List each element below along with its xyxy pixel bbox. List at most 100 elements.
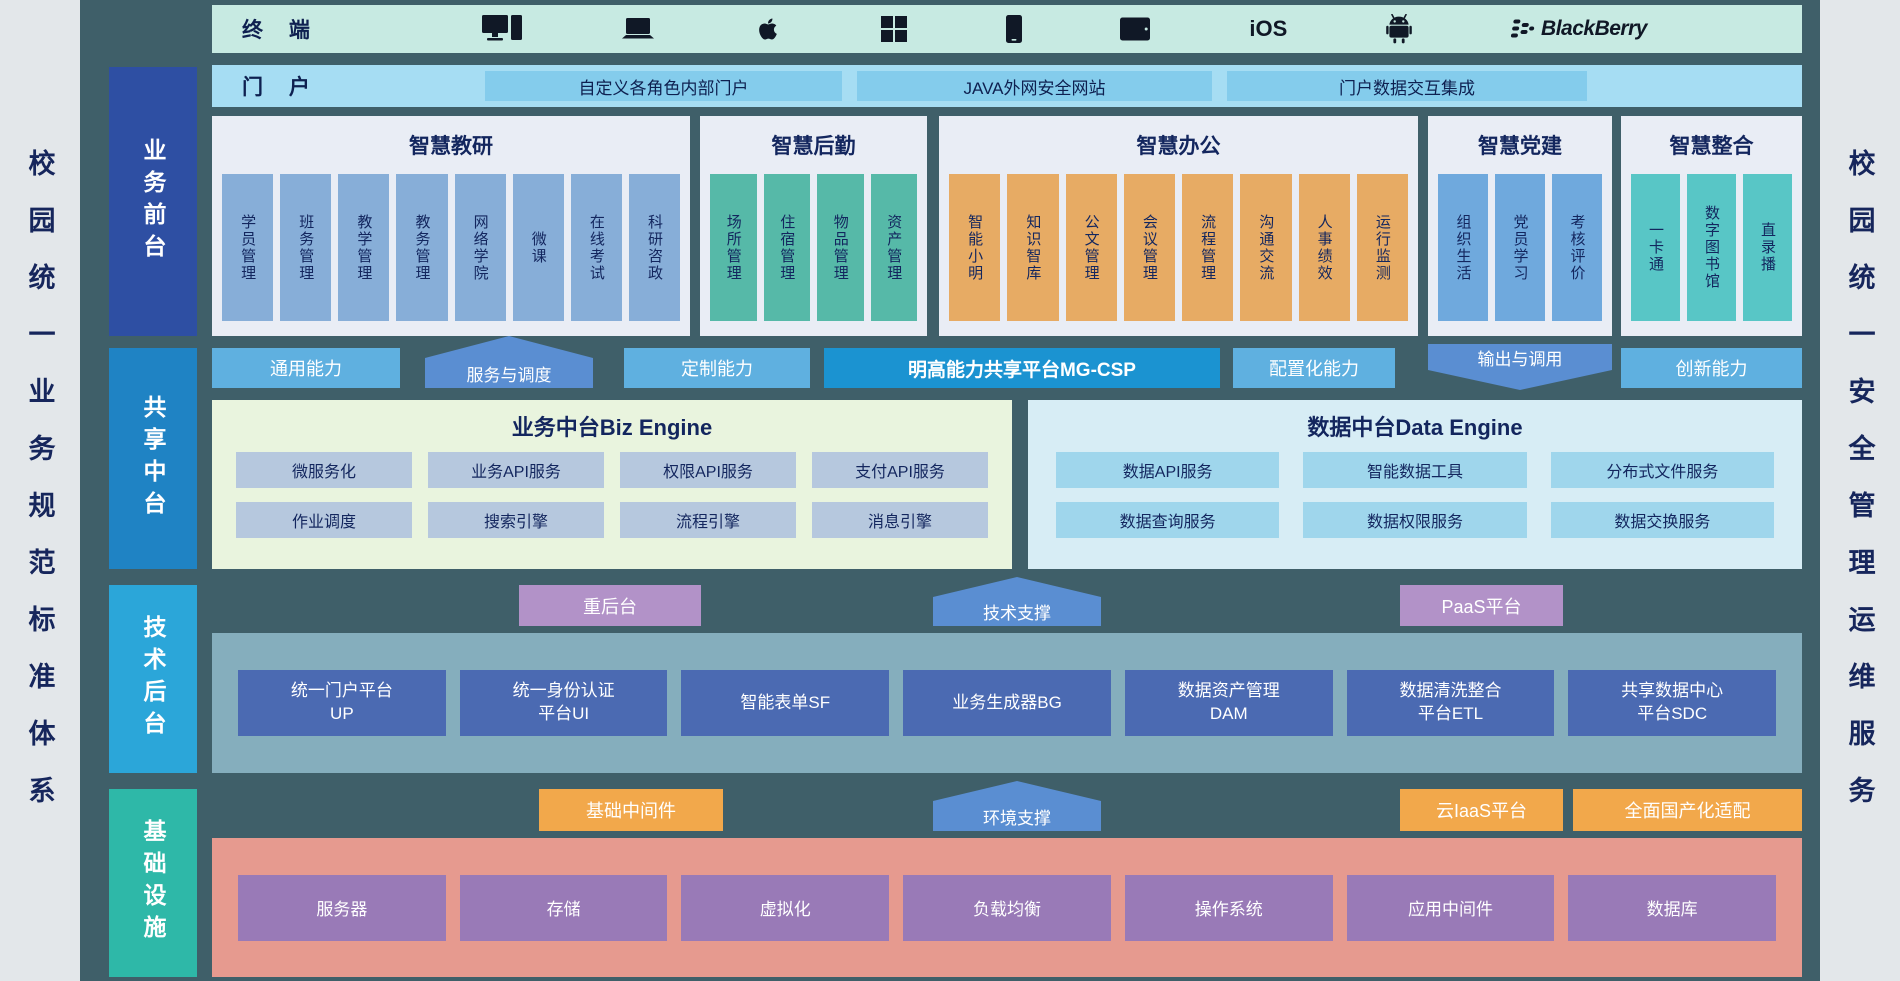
data-engine-item: 数据交换服务 — [1550, 502, 1774, 538]
section-label-tech-backend: 技术后台 — [109, 585, 197, 773]
panel-smart-logistics-title: 智慧后勤 — [771, 135, 856, 158]
column-label: 教学管理 — [355, 213, 373, 282]
tech-backend-item: 数据资产管理 DAM — [1124, 670, 1333, 736]
desktop-pc-icon — [482, 14, 522, 44]
panel-smart-logistics-columns: 场所管理 住宿管理 物品管理 资产管理 — [710, 174, 917, 321]
localization-pill: 全面国产化适配 — [1573, 789, 1802, 831]
column-label: 运行监测 — [1373, 213, 1391, 282]
tech-backend-panel: 统一门户平台 UP 统一身份认证 平台UI 智能表单SF 业务生成器BG 数据资… — [212, 633, 1802, 773]
column-item: 在线考试 — [570, 174, 622, 321]
arrow-head-down — [1428, 370, 1612, 390]
panel-smart-teaching-title: 智慧教研 — [409, 135, 493, 158]
arrow-head-up — [933, 577, 1101, 597]
portal-row: 门 户 自定义各角色内部门户 JAVA外网安全网站 门户数据交互集成 — [212, 65, 1802, 107]
panel-smart-integration: 智慧整合 一卡通 数字图书馆 直录播 — [1621, 116, 1802, 336]
panel-smart-party-title: 智慧党建 — [1478, 135, 1562, 158]
section-label-shared-middle-text: 共享中台 — [140, 394, 166, 523]
arrow-label: 服务与调度 — [425, 358, 593, 388]
data-engine-row-2: 数据查询服务 数据权限服务 数据交换服务 — [1028, 502, 1802, 538]
left-rail-text: 校园统一业务规范标准体系 — [24, 148, 55, 833]
environment-support-arrow-up: 环境支撑 — [933, 781, 1101, 831]
column-label: 考核评价 — [1568, 213, 1586, 282]
panel-smart-office: 智慧办公 智能小明 知识智库 公文管理 会议管理 流程管理 沟通交流 人事绩效 … — [939, 116, 1418, 336]
column-item: 组织生活 — [1438, 174, 1488, 321]
tech-backend-item: 统一身份认证 平台UI — [459, 670, 668, 736]
infrastructure-item: 存储 — [459, 874, 668, 941]
smartphone-icon — [1005, 15, 1022, 43]
column-item: 教学管理 — [338, 174, 390, 321]
android-icon — [1386, 14, 1412, 44]
infrastructure-item: 服务器 — [238, 874, 446, 941]
tech-backend-item: 业务生成器BG — [903, 670, 1111, 736]
biz-engine-item: 业务API服务 — [428, 452, 604, 488]
column-label: 数字图书馆 — [1703, 205, 1720, 290]
column-item: 流程管理 — [1182, 174, 1234, 321]
terminal-icons: iOS — [482, 5, 1647, 53]
column-label: 网络学院 — [471, 213, 489, 282]
column-item: 考核评价 — [1552, 174, 1602, 321]
biz-engine-row-2: 作业调度 搜索引擎 流程引擎 消息引擎 — [212, 502, 1012, 538]
section-label-infrastructure-text: 基础设施 — [140, 819, 166, 947]
terminal-row: 终 端 — [212, 5, 1802, 53]
column-label: 科研咨政 — [645, 213, 663, 282]
arrow-head-up — [425, 336, 593, 358]
right-rail: 校园统一安全管理运维服务 — [1820, 0, 1900, 981]
paas-platform-pill: PaaS平台 — [1400, 585, 1563, 626]
infrastructure-item: 虚拟化 — [681, 874, 890, 941]
panel-smart-office-columns: 智能小明 知识智库 公文管理 会议管理 流程管理 沟通交流 人事绩效 运行监测 — [949, 174, 1408, 321]
column-item: 沟通交流 — [1240, 174, 1292, 321]
panel-smart-logistics: 智慧后勤 场所管理 住宿管理 物品管理 资产管理 — [700, 116, 927, 336]
windows-icon — [880, 16, 907, 42]
tech-backend-item: 共享数据中心 平台SDC — [1568, 670, 1777, 736]
base-middleware-pill: 基础中间件 — [539, 789, 723, 831]
infrastructure-panel: 服务器 存储 虚拟化 负载均衡 操作系统 应用中间件 数据库 — [212, 838, 1802, 977]
column-label: 在线考试 — [587, 213, 605, 282]
column-item: 班务管理 — [280, 174, 332, 321]
column-label: 物品管理 — [831, 213, 849, 282]
heavy-backend-pill: 重后台 — [519, 585, 701, 626]
portal-row-label: 门 户 — [242, 76, 320, 99]
column-item: 一卡通 — [1631, 174, 1680, 321]
column-item: 网络学院 — [454, 174, 506, 321]
column-item: 运行监测 — [1356, 174, 1408, 321]
portal-item-internal: 自定义各角色内部门户 — [485, 71, 842, 101]
column-item: 人事绩效 — [1298, 174, 1350, 321]
column-item: 教务管理 — [396, 174, 448, 321]
column-label: 公文管理 — [1082, 213, 1100, 282]
section-label-tech-backend-text: 技术后台 — [140, 615, 166, 743]
biz-engine-item: 搜索引擎 — [428, 502, 604, 538]
biz-engine-item: 流程引擎 — [620, 502, 796, 538]
column-label: 住宿管理 — [778, 213, 796, 282]
left-rail: 校园统一业务规范标准体系 — [0, 0, 80, 981]
column-label: 沟通交流 — [1257, 213, 1275, 282]
column-label: 资产管理 — [885, 213, 903, 282]
tech-backend-item: 数据清洗整合 平台ETL — [1346, 670, 1555, 736]
tablet-icon — [1120, 17, 1151, 41]
column-item: 科研咨政 — [628, 174, 680, 321]
arrow-label: 技术支撑 — [933, 597, 1101, 626]
data-engine-panel: 数据中台Data Engine 数据API服务 智能数据工具 分布式文件服务 数… — [1028, 400, 1802, 569]
data-engine-item: 分布式文件服务 — [1550, 452, 1774, 488]
cloud-iaas-pill: 云IaaS平台 — [1400, 789, 1563, 831]
infrastructure-item: 负载均衡 — [903, 874, 1111, 941]
tech-backend-item: 智能表单SF — [681, 670, 890, 736]
column-label: 组织生活 — [1454, 213, 1472, 282]
output-invoke-arrow-down: 输出与调用 — [1428, 344, 1612, 390]
biz-engine-panel: 业务中台Biz Engine 微服务化 业务API服务 权限API服务 支付AP… — [212, 400, 1012, 569]
column-item: 直录播 — [1743, 174, 1792, 321]
data-engine-item: 数据API服务 — [1056, 452, 1280, 488]
capability-platform-mgcsp: 明高能力共享平台MG-CSP — [824, 348, 1220, 388]
column-item: 学员管理 — [222, 174, 274, 321]
biz-engine-title: 业务中台Biz Engine — [511, 415, 713, 440]
data-engine-title: 数据中台Data Engine — [1307, 415, 1523, 440]
column-label: 智能小明 — [966, 213, 984, 282]
biz-engine-item: 支付API服务 — [812, 452, 988, 488]
panel-smart-teaching-columns: 学员管理 班务管理 教学管理 教务管理 网络学院 微课 在线考试 科研咨政 — [222, 174, 680, 321]
infrastructure-item: 数据库 — [1568, 874, 1777, 941]
biz-engine-item: 权限API服务 — [620, 452, 796, 488]
arrow-label: 环境支撑 — [933, 801, 1101, 831]
column-label: 流程管理 — [1199, 213, 1217, 282]
column-label: 教务管理 — [413, 213, 431, 282]
section-label-infrastructure: 基础设施 — [109, 789, 197, 977]
column-item: 住宿管理 — [763, 174, 810, 321]
